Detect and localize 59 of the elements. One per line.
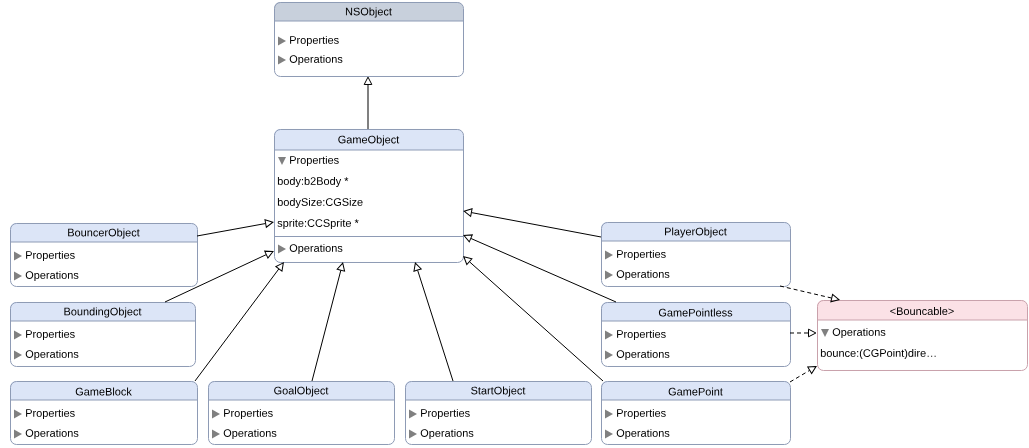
dashed-arrow bbox=[789, 366, 817, 383]
arrow bbox=[463, 256, 604, 382]
arrow bbox=[164, 250, 274, 303]
compartment-label: Properties bbox=[421, 408, 470, 420]
attribute-text: body:b2Body * bbox=[277, 176, 349, 188]
compartment-label: Operations bbox=[616, 428, 670, 440]
class-name-text: GamePointless bbox=[658, 308, 733, 317]
arrow bbox=[463, 234, 617, 303]
compartment-label: Properties bbox=[617, 329, 666, 341]
dashed-arrow bbox=[789, 328, 817, 338]
class-box bbox=[404, 381, 592, 445]
class-name-text: <Bouncable> bbox=[890, 306, 954, 315]
compartment-label: Operations bbox=[616, 349, 670, 361]
class-box bbox=[9, 302, 196, 367]
class-name-text: NSObject bbox=[345, 7, 392, 18]
class-name-text: PlayerObject bbox=[665, 227, 727, 238]
arrow bbox=[363, 76, 373, 130]
class-box bbox=[816, 300, 1028, 371]
class-box bbox=[600, 302, 791, 367]
compartment-label: Operations bbox=[223, 428, 277, 440]
compartment-label: Operations bbox=[289, 243, 343, 255]
compartment-label: Properties bbox=[26, 408, 75, 420]
arrow bbox=[194, 262, 284, 382]
compartment-label: Properties bbox=[290, 35, 339, 47]
compartment-label: Properties bbox=[617, 408, 666, 420]
class-name-text: GoalObject bbox=[274, 386, 329, 397]
dashed-arrow bbox=[779, 285, 840, 303]
class-box bbox=[600, 381, 791, 445]
arrow bbox=[196, 219, 274, 237]
class-box bbox=[9, 223, 198, 287]
class-box bbox=[9, 381, 198, 445]
attribute-text: sprite:CCSprite * bbox=[277, 218, 359, 230]
compartment-label: Operations bbox=[616, 269, 670, 281]
class-name-text: BouncerObject bbox=[68, 228, 140, 239]
class-name-text: GameBlock bbox=[75, 387, 132, 396]
class-name-text: GameObject bbox=[338, 135, 400, 146]
compartment-label: Properties bbox=[290, 155, 339, 167]
class-box bbox=[273, 2, 464, 77]
class-name-text: StartObject bbox=[471, 386, 526, 397]
arrow bbox=[311, 262, 346, 382]
arrow bbox=[413, 262, 454, 382]
compartment-label: Properties bbox=[26, 329, 75, 341]
compartment-label: Operations bbox=[420, 428, 474, 440]
class-box bbox=[207, 381, 395, 445]
arrow bbox=[463, 208, 602, 238]
compartment-label: Operations bbox=[832, 327, 886, 339]
class-box bbox=[273, 129, 464, 263]
compartment-label: Operations bbox=[289, 54, 343, 66]
class-name-text: GamePoint bbox=[668, 387, 723, 396]
compartment-label: Operations bbox=[25, 270, 79, 282]
class-box bbox=[600, 222, 791, 287]
compartment-label: Properties bbox=[617, 249, 666, 261]
attribute-text: bounce:(CGPoint)dire… bbox=[820, 348, 936, 360]
attribute-text: bodySize:CGSize bbox=[277, 197, 363, 209]
compartment-label: Properties bbox=[224, 408, 273, 420]
compartment-label: Operations bbox=[25, 428, 79, 440]
compartment-label: Operations bbox=[25, 349, 79, 361]
class-name-text: BoundingObject bbox=[64, 307, 142, 318]
compartment-label: Properties bbox=[26, 250, 75, 262]
